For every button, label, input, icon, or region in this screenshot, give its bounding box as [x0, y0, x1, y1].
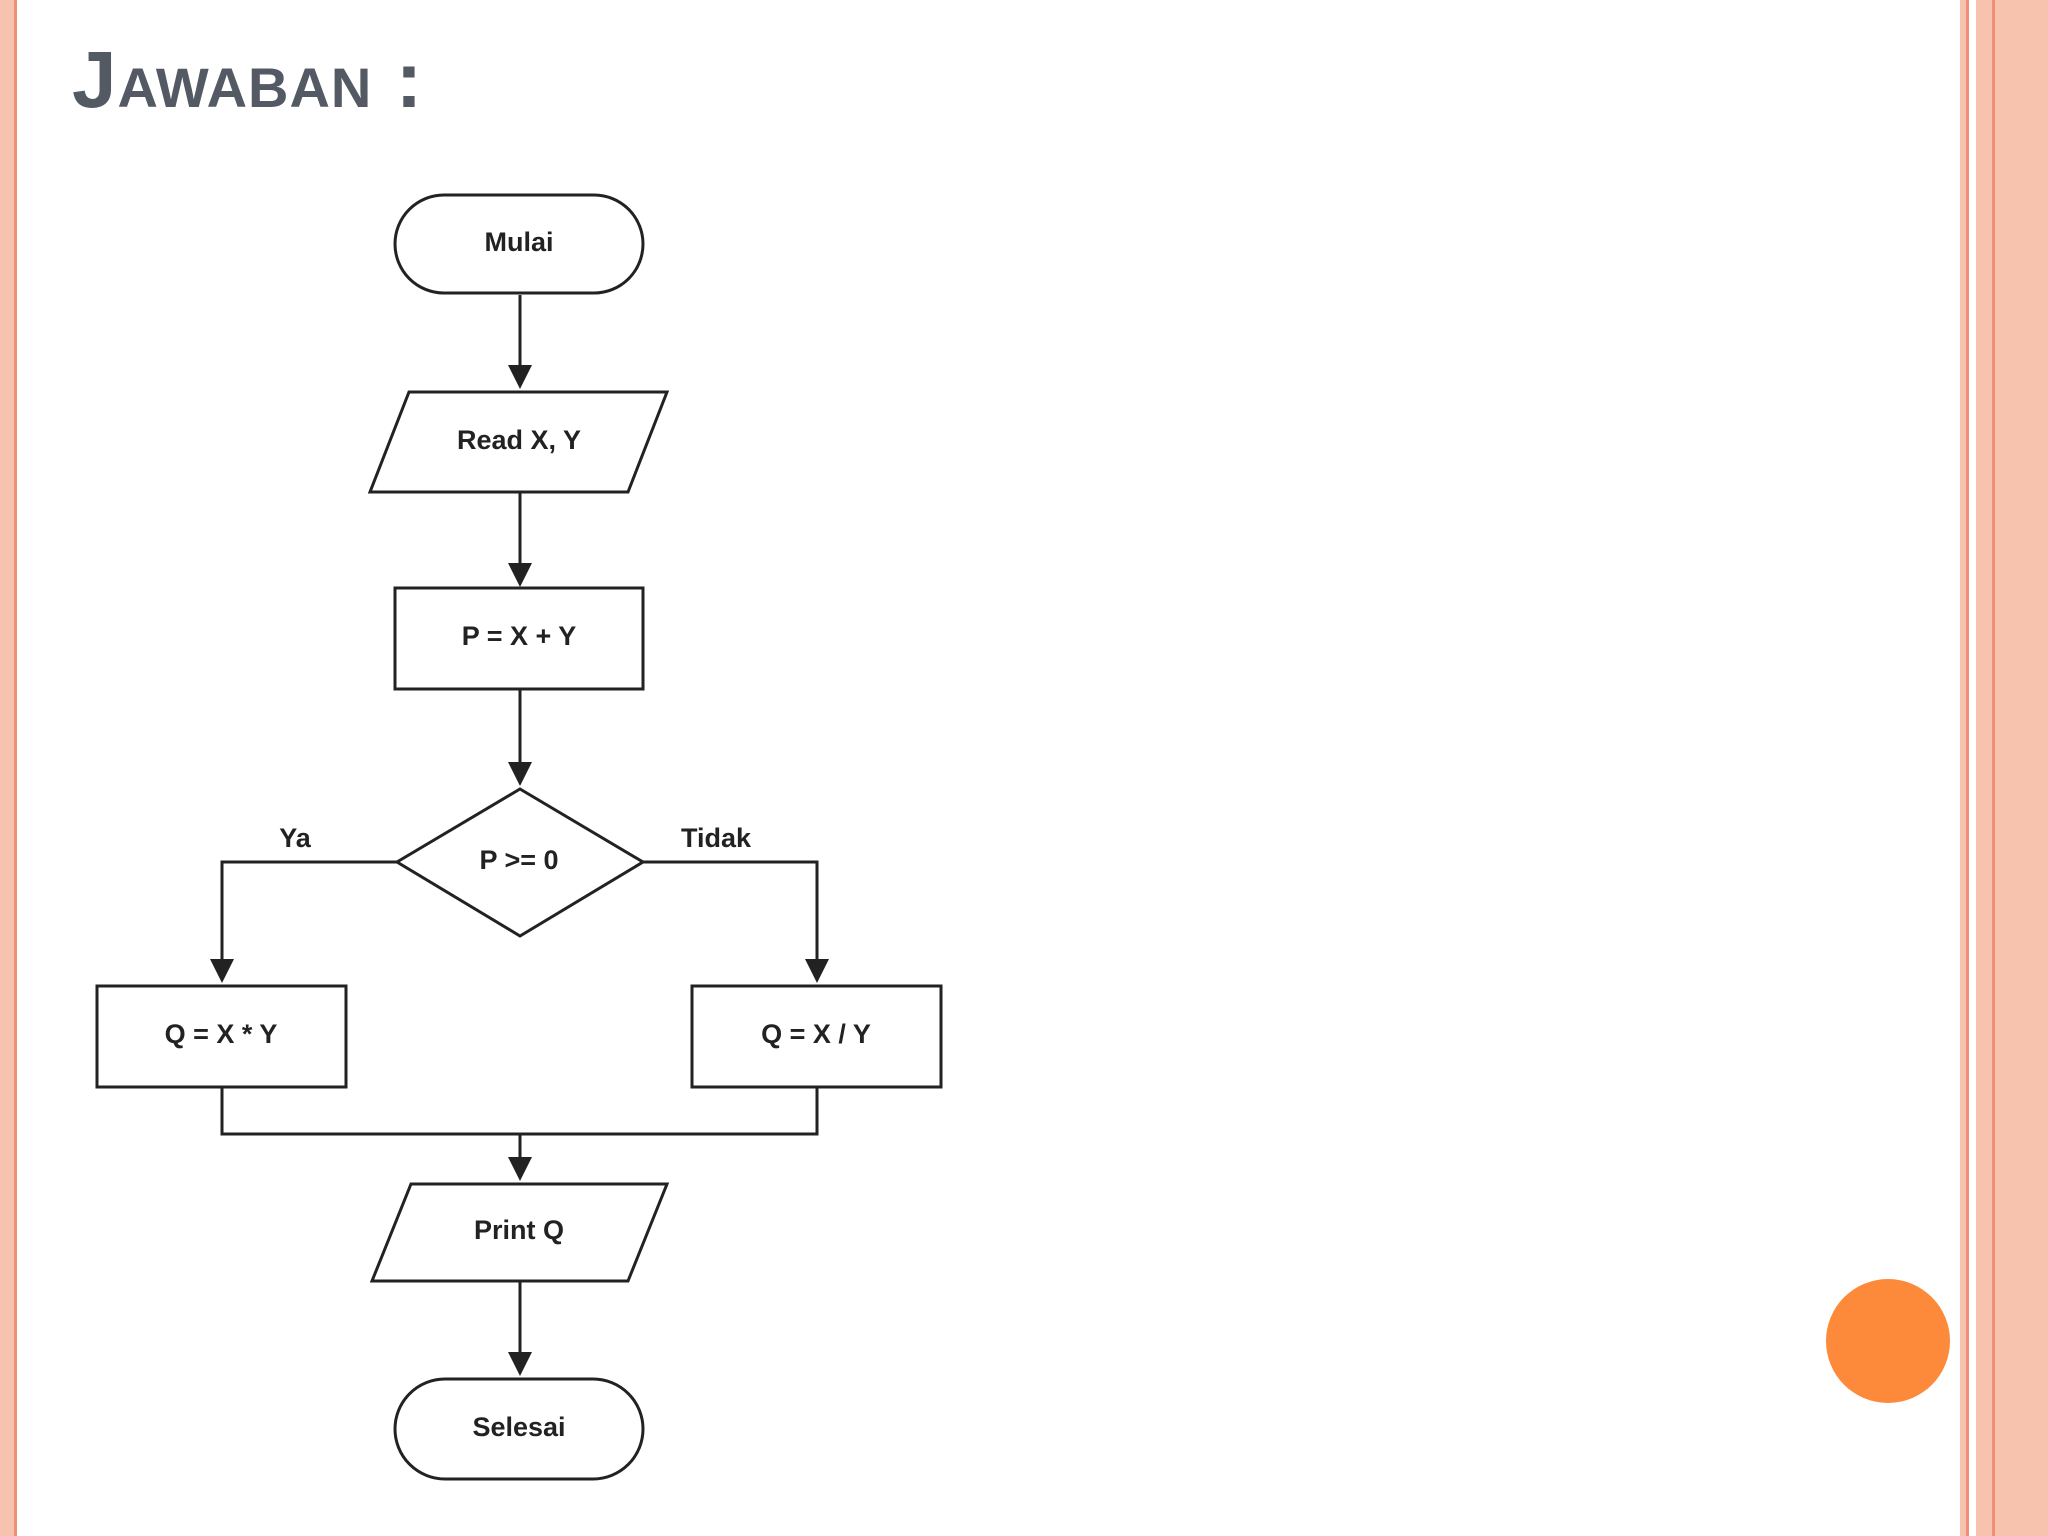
- left-border-strip: [0, 0, 24, 1536]
- connector-yes-branch: [210, 860, 397, 983]
- process-sum-box: P = X + Y: [393, 586, 645, 691]
- process-divide-box: Q = X / Y: [690, 984, 943, 1089]
- connector-merge-left: [220, 1088, 819, 1136]
- process-divide-label: Q = X / Y: [761, 1019, 871, 1049]
- decision-label: P >= 0: [479, 845, 558, 875]
- end-label: Selesai: [472, 1412, 565, 1442]
- connector-no-branch: [643, 860, 829, 983]
- input-parallelogram: Read X, Y: [367, 390, 670, 494]
- process-multiply-box: Q = X * Y: [95, 984, 348, 1089]
- start-terminator: Mulai: [393, 193, 645, 295]
- right-border-strip: [1956, 0, 2048, 1536]
- start-label: Mulai: [484, 227, 553, 257]
- input-label: Read X, Y: [457, 425, 581, 455]
- process-sum-label: P = X + Y: [462, 621, 577, 651]
- slide-title: Jawaban :: [72, 35, 424, 124]
- no-branch-label: Tidak: [681, 823, 752, 853]
- process-multiply-label: Q = X * Y: [165, 1019, 278, 1049]
- accent-circle: [1826, 1279, 1950, 1403]
- decision-diamond: P >= 0: [394, 787, 646, 938]
- output-parallelogram: Print Q: [369, 1182, 670, 1283]
- yes-branch-label: Ya: [279, 823, 312, 853]
- output-label: Print Q: [474, 1215, 564, 1245]
- end-terminator: Selesai: [393, 1377, 645, 1481]
